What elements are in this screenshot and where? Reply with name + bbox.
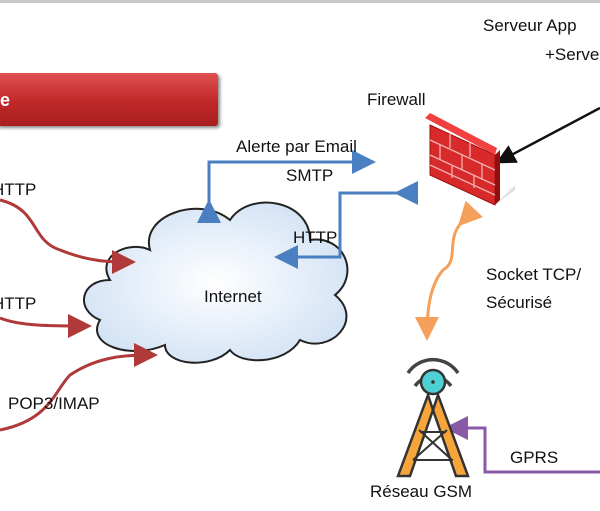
- http-client2-label: HTTP: [0, 294, 37, 313]
- http-client1-link: [0, 198, 136, 274]
- internet-label: Internet: [204, 287, 262, 306]
- pop3-imap-label: POP3/IMAP: [8, 394, 100, 413]
- email-alert-label: Alerte par Email: [236, 137, 357, 156]
- smtp-label: SMTP: [286, 166, 334, 185]
- banner-text: e: [0, 90, 11, 110]
- http-client1-label: HTTP: [0, 180, 37, 199]
- http-firewall-link: [274, 181, 418, 269]
- gsm-tower-icon: [396, 357, 470, 478]
- title-banner: e: [0, 73, 218, 126]
- gprs-link: [444, 416, 600, 474]
- top-divider: [0, 0, 600, 3]
- firewall-icon: [425, 113, 515, 206]
- gprs-label: GPRS: [510, 448, 559, 467]
- server-firewall-link: [495, 106, 600, 164]
- socket-link: [415, 200, 484, 341]
- pop3-imap-link: [0, 343, 158, 432]
- socket-label-line2: Sécurisé: [486, 293, 553, 312]
- firewall-label: Firewall: [367, 90, 426, 109]
- server-label-line1: Serveur App: [483, 16, 577, 35]
- http-firewall-label: HTTP: [293, 228, 338, 247]
- http-client2-link: [0, 313, 92, 338]
- internet-cloud: [83, 201, 349, 364]
- smtp-link: [197, 150, 376, 223]
- socket-label-line1: Socket TCP/: [486, 265, 582, 284]
- server-label-line2: +Serve: [545, 45, 600, 64]
- gsm-label: Réseau GSM: [370, 482, 473, 501]
